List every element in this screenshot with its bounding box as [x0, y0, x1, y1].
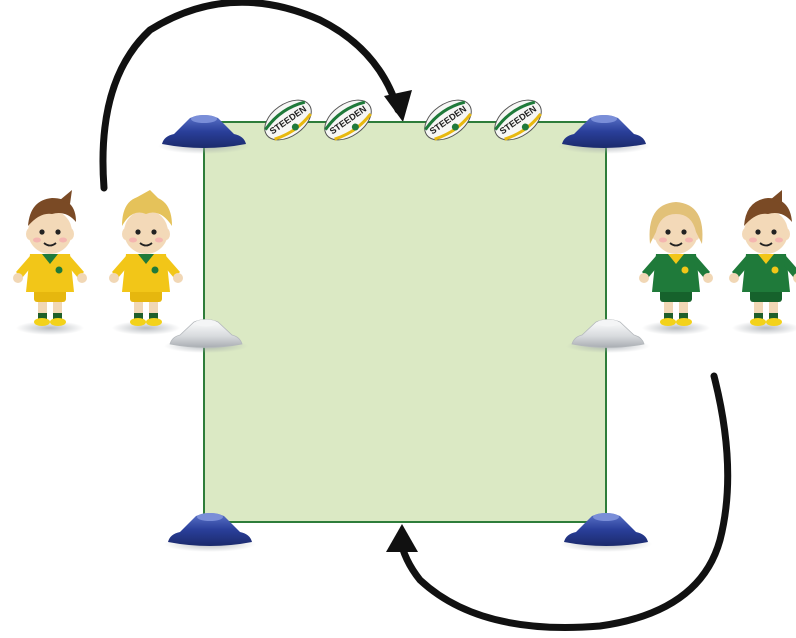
player-yellow-1-hair [28, 190, 76, 226]
player-yellow-1-icon [12, 209, 88, 336]
bottom-curved-arrow-icon [386, 372, 732, 631]
rugby-ball-icon: STEEDEN [264, 99, 312, 141]
player-yellow-2-hair [122, 190, 172, 226]
player-green-2-hair [744, 190, 792, 226]
player-green-2-icon [728, 209, 796, 336]
player-yellow-2-icon [108, 209, 184, 336]
playing-field [203, 121, 607, 523]
top-curved-arrow-icon [99, 0, 412, 192]
player-green-1-hair [649, 202, 703, 244]
